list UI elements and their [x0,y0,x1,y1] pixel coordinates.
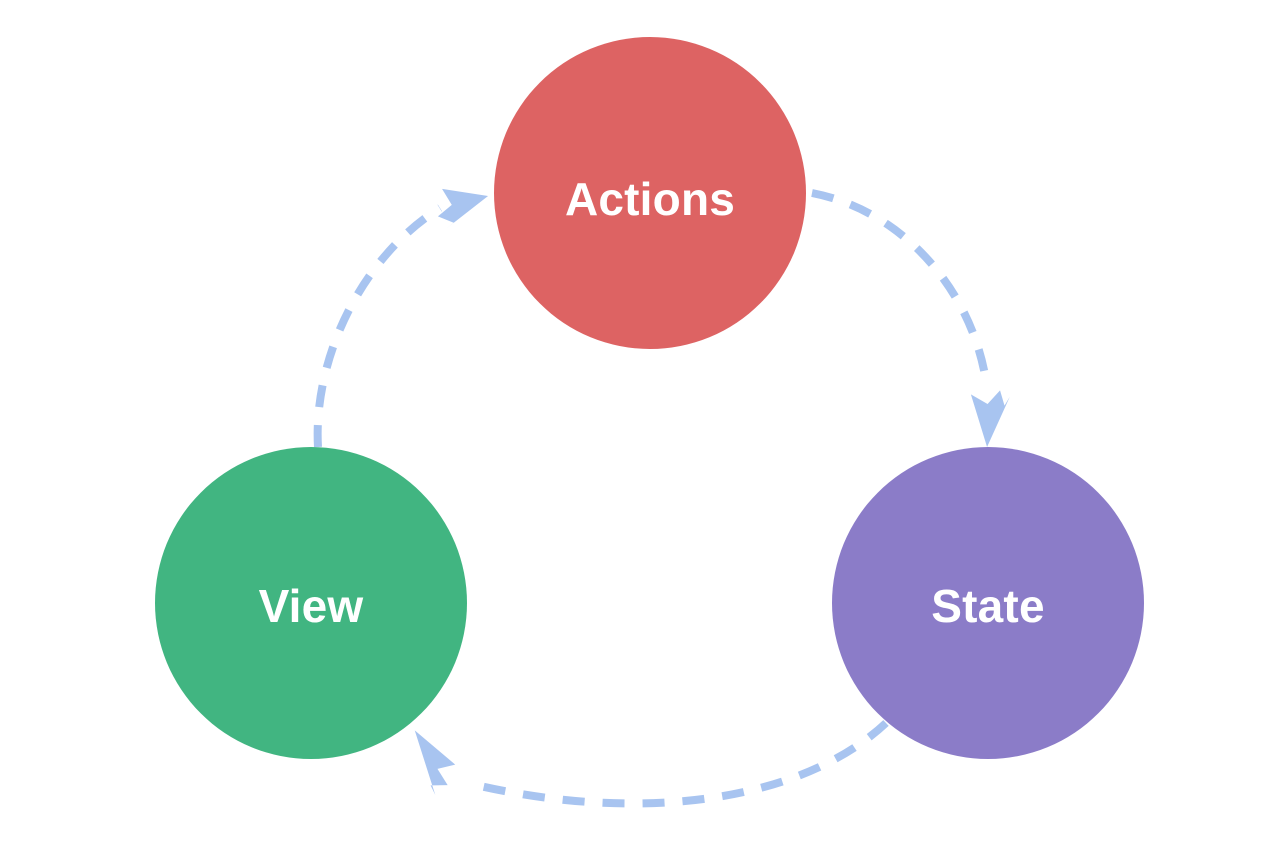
node-actions-circle[interactable] [494,37,806,349]
edge-state-to-view-path [479,720,889,808]
node-view-circle[interactable] [155,447,467,759]
edge-layer [313,184,1010,808]
edge-view-to-actions[interactable] [313,184,491,448]
edge-state-to-view[interactable] [414,720,889,808]
node-view[interactable]: View [155,447,467,759]
edge-view-to-actions-arrowhead-icon [437,188,489,229]
edge-state-to-view-arrowhead-icon [414,730,456,796]
edge-actions-to-state[interactable] [811,189,1010,448]
node-state-circle[interactable] [832,447,1144,759]
edge-actions-to-state-arrowhead-icon [970,390,1010,447]
node-layer: Actions View State [155,37,1144,759]
edge-view-to-actions-path [313,204,443,448]
node-actions[interactable]: Actions [494,37,806,349]
node-view-label: View [259,580,364,632]
edge-actions-to-state-path [811,189,989,376]
node-state[interactable]: State [832,447,1144,759]
node-state-label: State [931,580,1044,632]
node-actions-label: Actions [565,173,735,225]
